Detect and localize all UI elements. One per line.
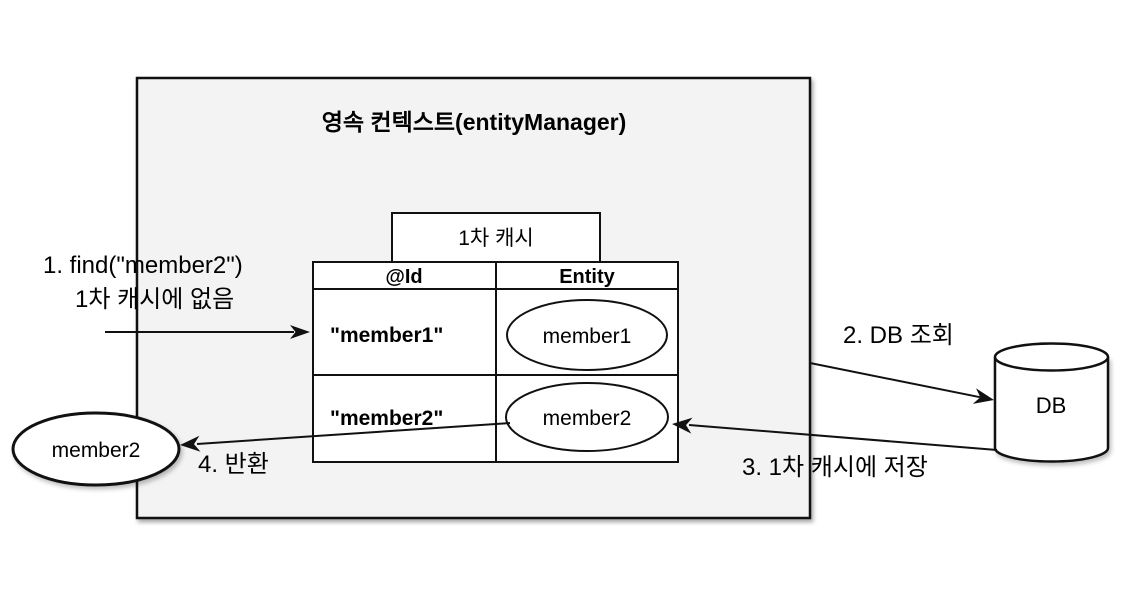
step4-label: 4. 반환 (198, 451, 269, 478)
arrow-step1-find (105, 325, 310, 339)
db-cylinder-top (993, 342, 1110, 372)
db-cylinder-body (993, 357, 1110, 463)
returned-entity-label: member2 (52, 439, 141, 462)
row2-id-value: "member2" (330, 407, 443, 430)
arrow-step3-store-cache (672, 417, 998, 451)
arrow-step2-db-query (809, 362, 994, 404)
database: DB (993, 342, 1110, 463)
row1-id-value: "member1" (330, 324, 443, 347)
first-level-cache-label: 1차 캐시 (391, 212, 601, 264)
returned-entity: member2 (11, 411, 181, 487)
step3-label: 3. 1차 캐시에 저장 (742, 454, 928, 481)
cache-label-box (391, 212, 601, 264)
returned-entity-ellipse (11, 411, 181, 487)
cache-label-text: 1차 캐시 (458, 227, 533, 250)
cache-table: @Id Entity "member1" member1 "member2" m… (312, 261, 679, 463)
db-label: DB (1036, 393, 1067, 418)
step2-label: 2. DB 조회 (843, 322, 954, 349)
table-row: "member2" member2 (330, 382, 669, 452)
table-header-id: @Id (385, 266, 422, 288)
row2-entity-label: member2 (543, 407, 632, 430)
table-header-entity: Entity (559, 266, 615, 288)
arrow1-head (290, 325, 310, 339)
table-row: "member1" member1 (330, 299, 668, 371)
persistence-context-title: 영속 컨텍스트(entityManager) (322, 109, 627, 135)
step1-label-line1: 1. find("member2") (43, 252, 243, 279)
arrow2-head (972, 388, 994, 404)
arrow2-line (809, 362, 981, 399)
arrow-step4-return (180, 422, 511, 452)
row2-entity-ellipse (505, 382, 669, 452)
arrow3-line (688, 424, 998, 451)
row1-entity-ellipse (506, 299, 668, 371)
arrow3-head (672, 417, 693, 434)
row1-entity-label: member1 (543, 325, 632, 348)
arrow4-line (196, 422, 511, 445)
arrow4-head (180, 435, 201, 452)
step1-label-line2: 1차 캐시에 없음 (75, 286, 234, 313)
